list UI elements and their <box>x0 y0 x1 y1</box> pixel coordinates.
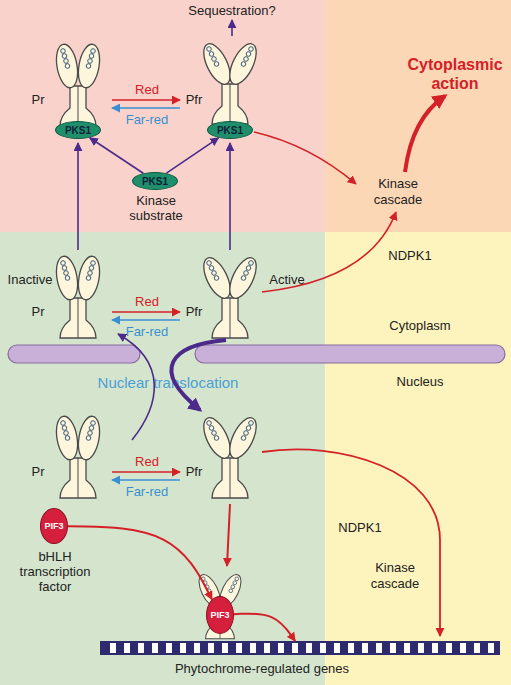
state-label: Pr <box>23 304 53 320</box>
light-label: Far-red <box>117 324 177 340</box>
phytochrome-pr <box>53 43 102 126</box>
light-label: Far-red <box>117 484 177 500</box>
connector-arrow <box>234 614 295 641</box>
light-label: Red <box>122 294 172 310</box>
state-label: Inactive <box>0 272 60 288</box>
sequestration-arrow <box>231 20 233 36</box>
node-text: PKS1 <box>133 173 177 189</box>
protein-ellipse: PKS1 <box>207 121 253 139</box>
red-light-arrow <box>112 471 180 473</box>
signal-arrow <box>254 132 356 184</box>
nuclear-envelope <box>195 345 505 363</box>
node-caption: Kinase substrate <box>121 193 191 223</box>
protein-label: NDPK1 <box>380 248 440 264</box>
region-background <box>0 232 325 685</box>
state-label: Pfr <box>179 464 209 480</box>
region-label: Cytoplasm <box>375 318 465 334</box>
region-label: Nucleus <box>380 374 460 390</box>
transcription-factor-ellipse: PIF3bHLH transcription factor <box>40 508 68 544</box>
node-caption: Phytochrome-regulated genes <box>102 661 422 676</box>
connector-arrow <box>90 138 144 174</box>
process-label: Kinase cascade <box>358 176 438 208</box>
dna-band: Phytochrome-regulated genes <box>100 641 500 655</box>
annotation-text: Sequestration? <box>177 3 287 19</box>
signal-arrow <box>227 504 230 566</box>
region-background <box>0 0 325 232</box>
nuclear-envelope <box>8 345 140 363</box>
phytochrome-complex <box>195 571 246 638</box>
region-background <box>325 232 511 685</box>
node-caption: bHLH transcription factor <box>10 549 100 594</box>
connector-arrow <box>166 138 218 173</box>
export-arrow <box>118 334 154 440</box>
node-text: PKS1 <box>208 122 252 138</box>
transcription-factor-ellipse: PIF3 <box>206 596 234 634</box>
protein-label: NDPK1 <box>330 520 390 536</box>
light-label: Red <box>122 82 172 98</box>
connector-arrow <box>68 526 212 599</box>
region-background <box>325 0 511 232</box>
binding-arrow <box>229 143 231 250</box>
node-text: PKS1 <box>56 122 100 138</box>
connector-group <box>68 138 295 641</box>
state-label: Pr <box>23 92 53 108</box>
phytochrome-pfr <box>198 414 261 498</box>
far-red-light-arrow <box>112 479 180 481</box>
state-label: Pfr <box>179 92 209 108</box>
red-light-arrow <box>112 311 180 313</box>
signal-arrow <box>262 212 396 292</box>
far-red-light-arrow <box>112 107 180 109</box>
protein-ellipse: PKS1Kinase substrate <box>132 172 178 190</box>
phytochrome-pr <box>53 255 102 338</box>
outcome-label: Cytoplasmic action <box>400 55 510 93</box>
node-text: PIF3 <box>207 597 233 633</box>
red-light-arrow <box>112 99 180 101</box>
far-red-light-arrow <box>112 319 180 321</box>
translocation-arrow <box>171 340 226 410</box>
binding-arrow <box>77 143 79 250</box>
process-label: Nuclear translocation <box>78 374 258 392</box>
phytochrome-pfr <box>198 254 261 338</box>
light-label: Red <box>122 454 172 470</box>
node-text: PIF3 <box>41 509 67 543</box>
phytochrome-pfr <box>198 40 261 124</box>
state-label: Active <box>262 272 312 288</box>
process-label: Kinase cascade <box>355 560 435 592</box>
light-label: Far-red <box>117 112 177 128</box>
state-label: Pr <box>23 464 53 480</box>
state-label: Pfr <box>179 304 209 320</box>
signal-arrow-thick <box>405 96 445 172</box>
protein-ellipse: PKS1 <box>55 121 101 139</box>
signal-arrow <box>262 449 440 636</box>
phytochrome-pr <box>53 415 102 498</box>
